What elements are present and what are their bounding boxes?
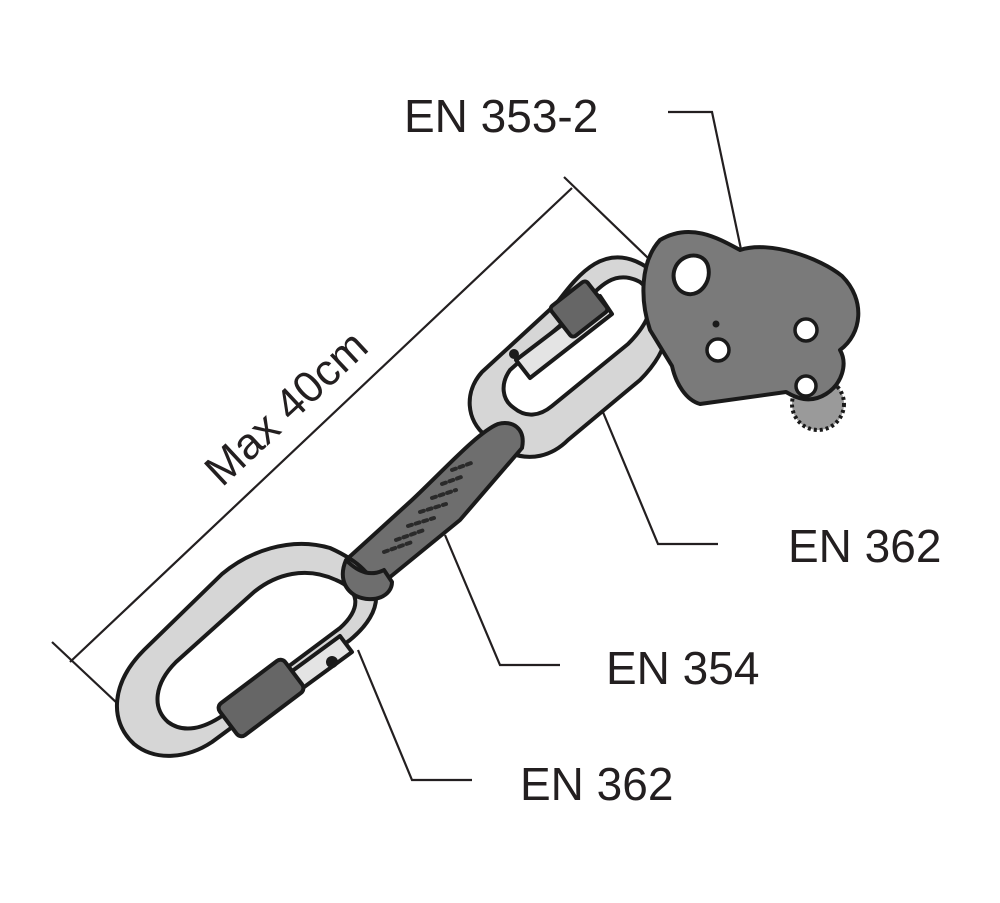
- leader-top-carabiner: [598, 404, 718, 546]
- leader-lines: [356, 110, 752, 782]
- leader-device: [668, 110, 752, 293]
- label-en-362-bottom: EN 362: [520, 758, 673, 810]
- rope-grab-device: [641, 229, 861, 432]
- lanyard-strap: [328, 421, 525, 601]
- label-en-354: EN 354: [606, 642, 759, 694]
- top-carabiner: [467, 255, 670, 459]
- label-en-353-2: EN 353-2: [404, 90, 598, 142]
- dimension-label: Max 40cm: [195, 321, 377, 495]
- label-en-362-top: EN 362: [788, 520, 941, 572]
- leader-bottom-carabiner: [356, 649, 472, 782]
- leader-lanyard: [443, 534, 560, 667]
- stitching: [382, 460, 476, 554]
- bottom-carabiner: [114, 541, 394, 758]
